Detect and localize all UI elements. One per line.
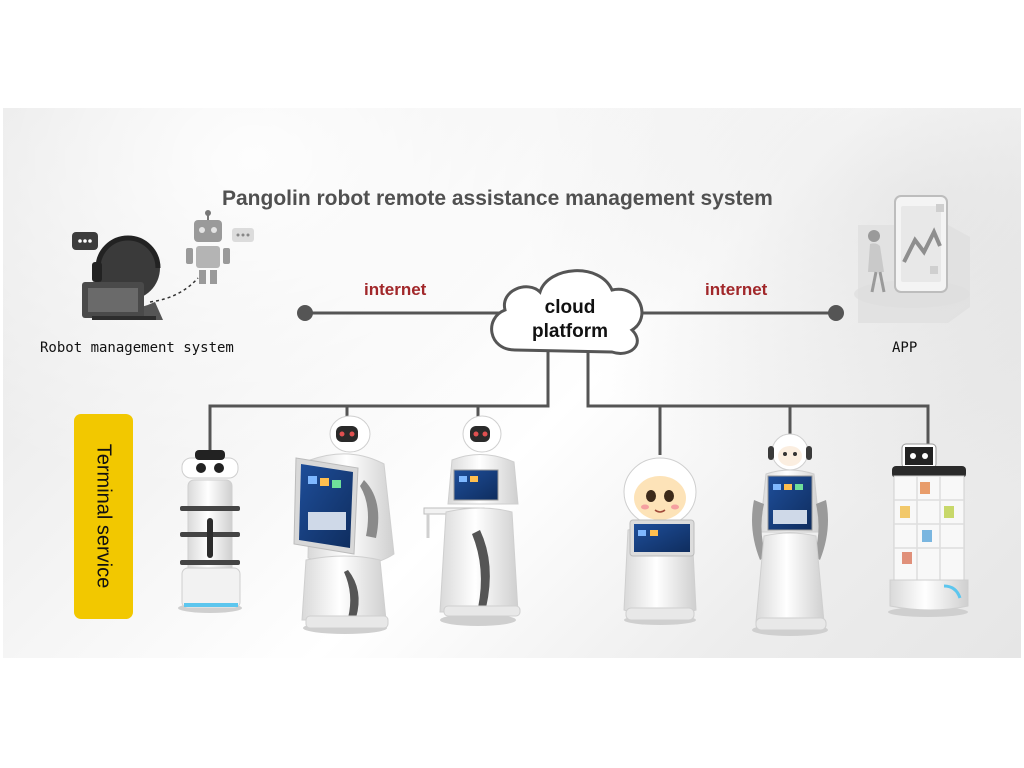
robot-management-system-label: Robot management system — [40, 340, 234, 356]
diagram-title: Pangolin robot remote assistance managem… — [222, 187, 773, 210]
app-illustration — [854, 195, 970, 323]
internet-label-left: internet — [364, 280, 427, 299]
cloud-label-line1: cloud — [544, 297, 596, 318]
cloud-label-line2: platform — [532, 321, 608, 342]
internet-label-right: internet — [705, 280, 768, 299]
terminal-service-label: Terminal service — [92, 443, 115, 589]
robot-tray — [423, 415, 521, 626]
link-left-dot — [297, 305, 313, 321]
cloud-platform-label: cloud platform — [510, 296, 630, 344]
robot-reception — [293, 415, 395, 634]
robot-vending — [888, 443, 969, 617]
operator-illustration — [72, 232, 199, 320]
small-robot-icon — [186, 210, 254, 284]
bus-left — [208, 340, 550, 452]
terminal-service-box — [74, 414, 133, 619]
app-label: APP — [892, 340, 918, 356]
robot-humanoid — [752, 433, 828, 636]
link-right-dot — [828, 305, 844, 321]
bus-right — [586, 340, 930, 446]
robot-delivery — [178, 450, 242, 613]
robot-companion — [623, 457, 697, 625]
cloud-shape — [490, 269, 644, 355]
